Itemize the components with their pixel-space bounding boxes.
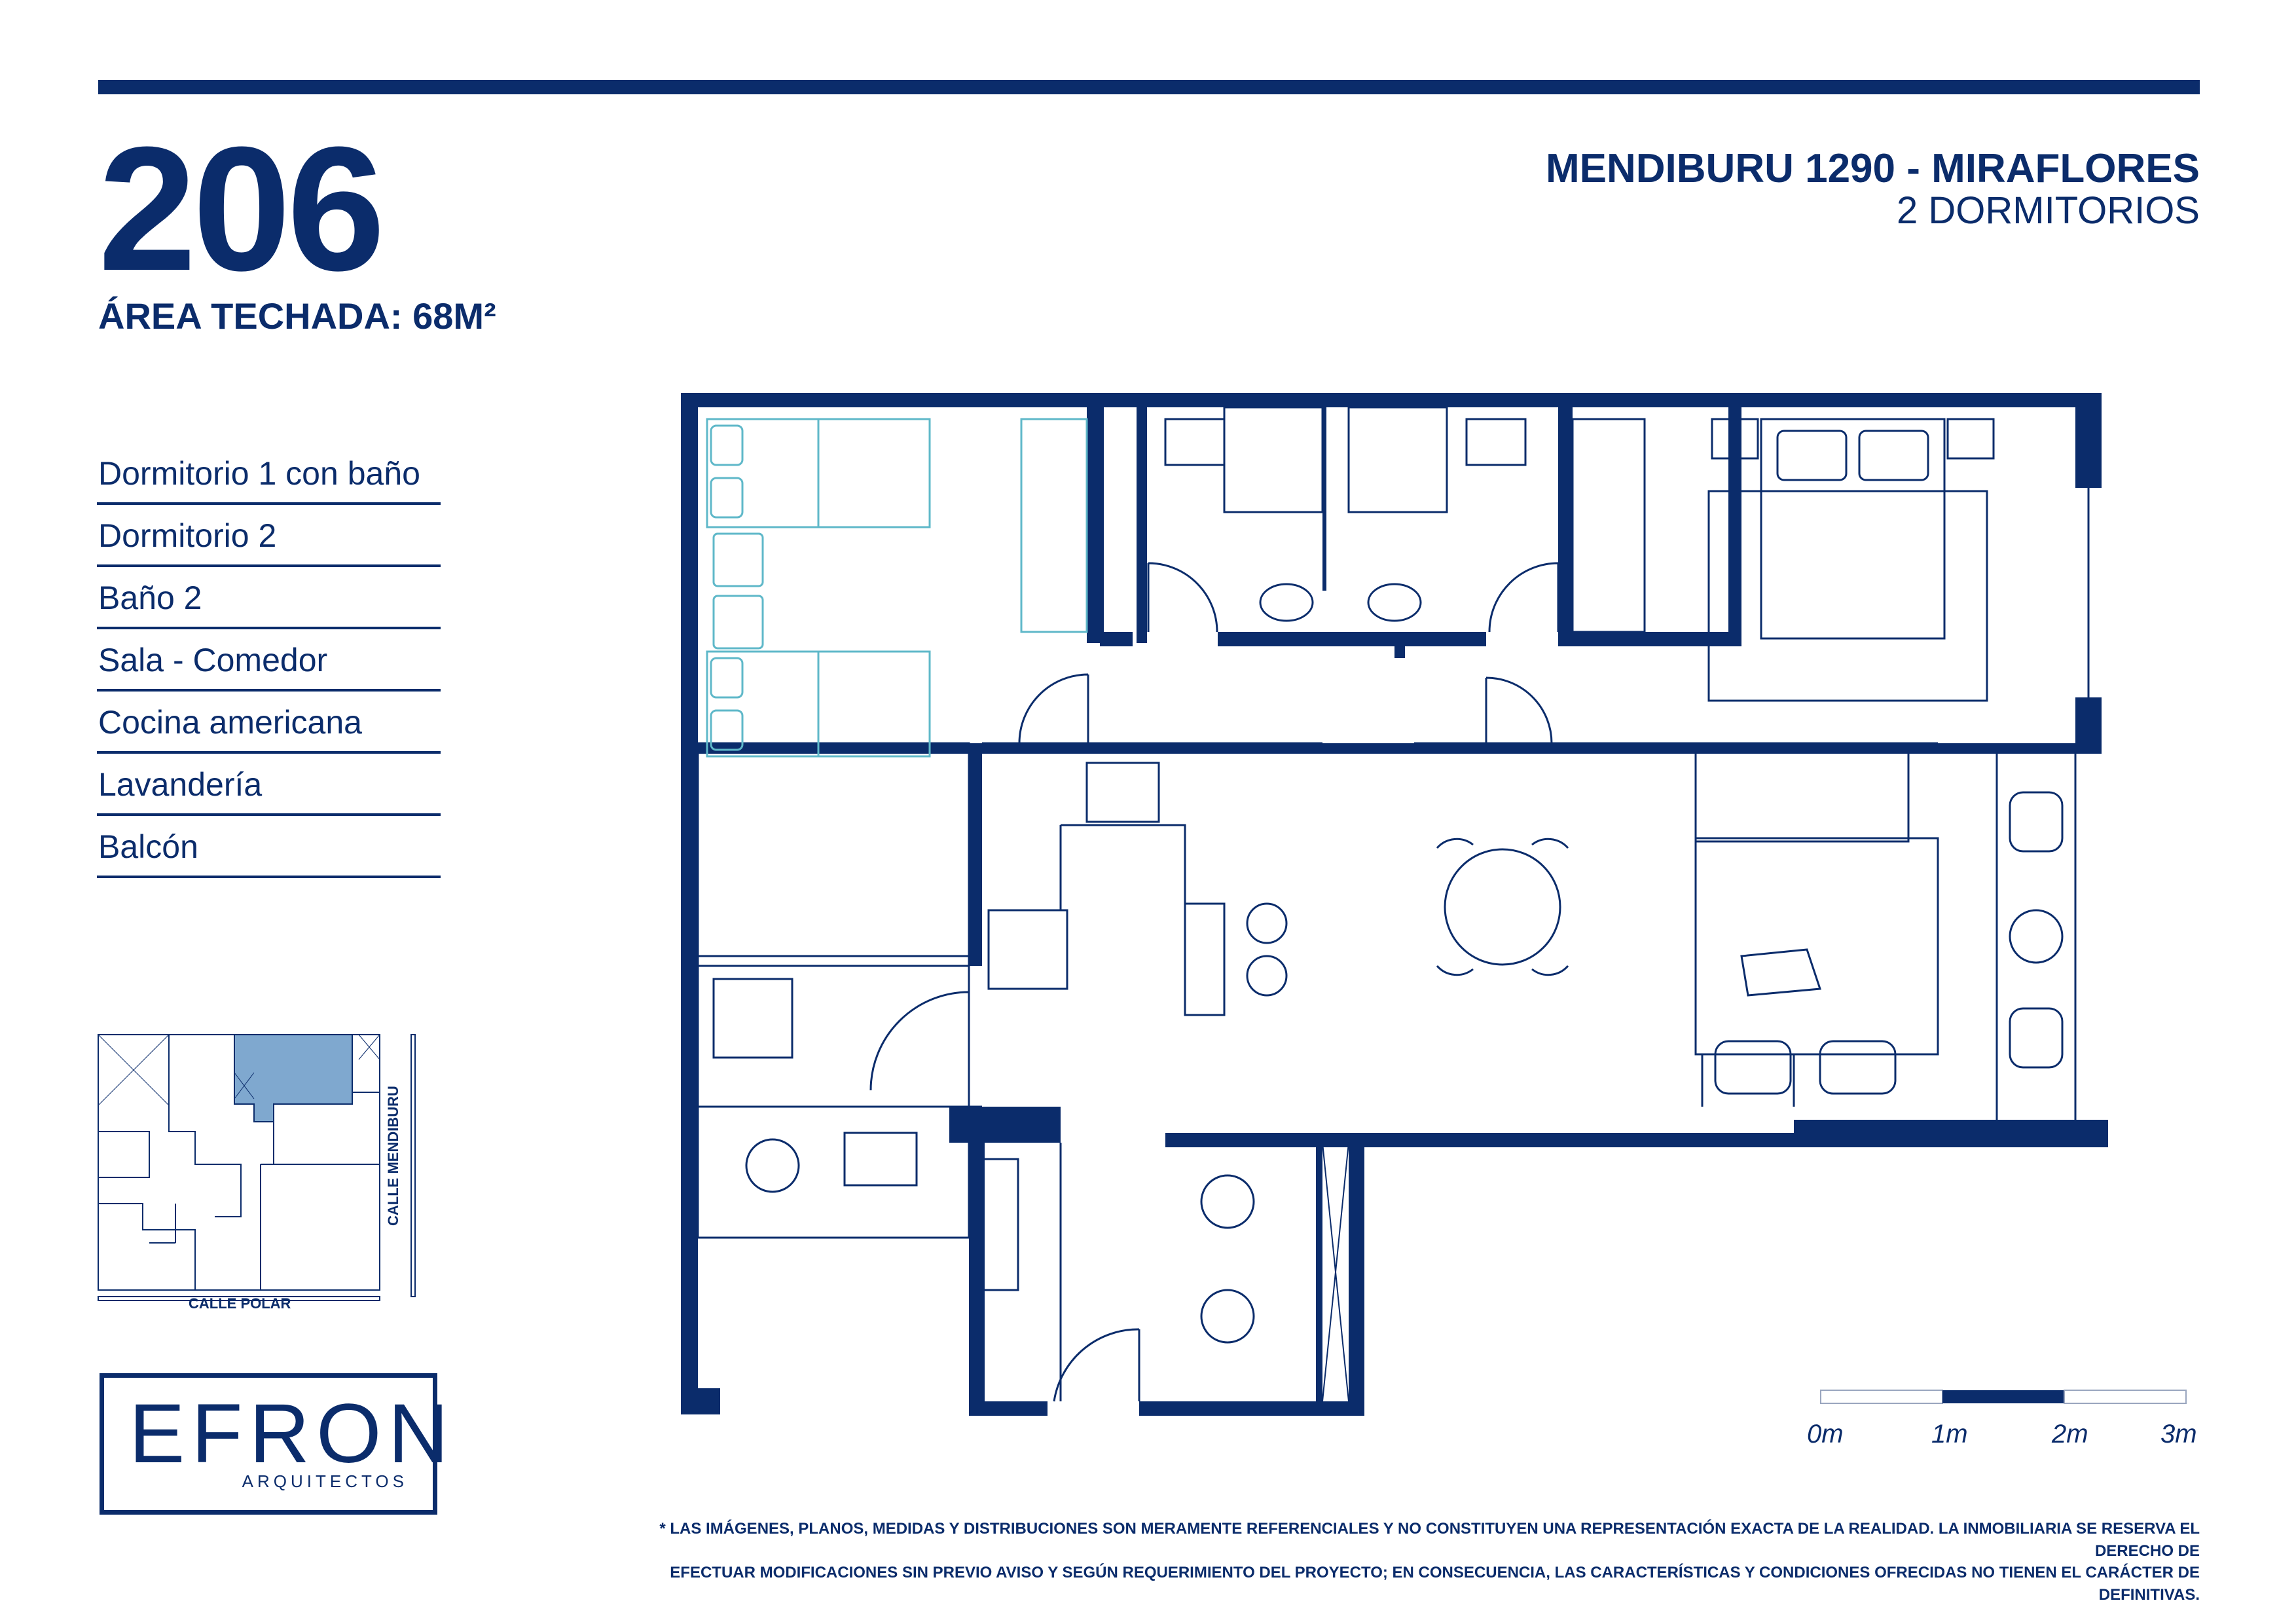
disclaimer: * LAS IMÁGENES, PLANOS, MEDIDAS Y DISTRI… — [596, 1518, 2200, 1606]
lot-line — [260, 1164, 380, 1290]
project-type: 2 DORMITORIOS — [1897, 189, 2200, 232]
project-address: MENDIBURU 1290 - MIRAFLORES — [1546, 146, 2200, 191]
unit-number: 206 — [98, 111, 385, 308]
covered-area: ÁREA TECHADA: 68M² — [98, 295, 496, 337]
room-item: Cocina americana — [97, 692, 441, 754]
street-label-polar: CALLE POLAR — [189, 1295, 291, 1312]
disclaimer-line: EFECTUAR MODIFICACIONES SIN PREVIO AVISO… — [670, 1564, 2200, 1604]
street-strip-bottom — [98, 1296, 380, 1301]
logo-subtitle: ARQUITECTOS — [242, 1471, 408, 1491]
top-rule — [98, 80, 2200, 94]
unit-highlight — [234, 1034, 353, 1122]
room-item: Dormitorio 2 — [97, 505, 441, 567]
scale-label: 3m — [2160, 1420, 2197, 1449]
lot-line — [98, 1131, 150, 1178]
location-map — [98, 1034, 416, 1301]
logo: EFRON ARQUITECTOS — [100, 1373, 448, 1515]
interior-lines — [697, 485, 2090, 1401]
void-cross-right — [358, 1034, 380, 1060]
street-label-mendiburu: CALLE MENDIBURU — [385, 1086, 401, 1226]
walls — [681, 393, 2108, 1416]
furniture — [712, 406, 2064, 1402]
lot-line — [149, 1204, 176, 1244]
scale-label: 2m — [2052, 1420, 2088, 1449]
scale-label: 0m — [1807, 1420, 1844, 1449]
room-item: Baño 2 — [97, 567, 441, 629]
bedroom-2-furniture — [706, 418, 1088, 758]
room-list: Dormitorio 1 con baño Dormitorio 2 Baño … — [97, 443, 441, 878]
room-item: Dormitorio 1 con baño — [97, 443, 441, 505]
lot-line — [98, 1203, 196, 1290]
scale-bar — [1820, 1390, 2187, 1404]
scale-label: 1m — [1931, 1420, 1968, 1449]
room-item: Lavandería — [97, 754, 441, 816]
disclaimer-line: * LAS IMÁGENES, PLANOS, MEDIDAS Y DISTRI… — [659, 1520, 2200, 1560]
logo-name: EFRON — [129, 1387, 455, 1481]
room-item: Sala - Comedor — [97, 629, 441, 692]
street-strip-right — [410, 1034, 416, 1297]
floor-plan — [681, 393, 2108, 1416]
void-cross-small — [234, 1072, 255, 1099]
lot-line — [168, 1035, 242, 1217]
void-cross-left — [98, 1034, 170, 1106]
doors — [869, 562, 1559, 1402]
room-item: Balcón — [97, 816, 441, 878]
